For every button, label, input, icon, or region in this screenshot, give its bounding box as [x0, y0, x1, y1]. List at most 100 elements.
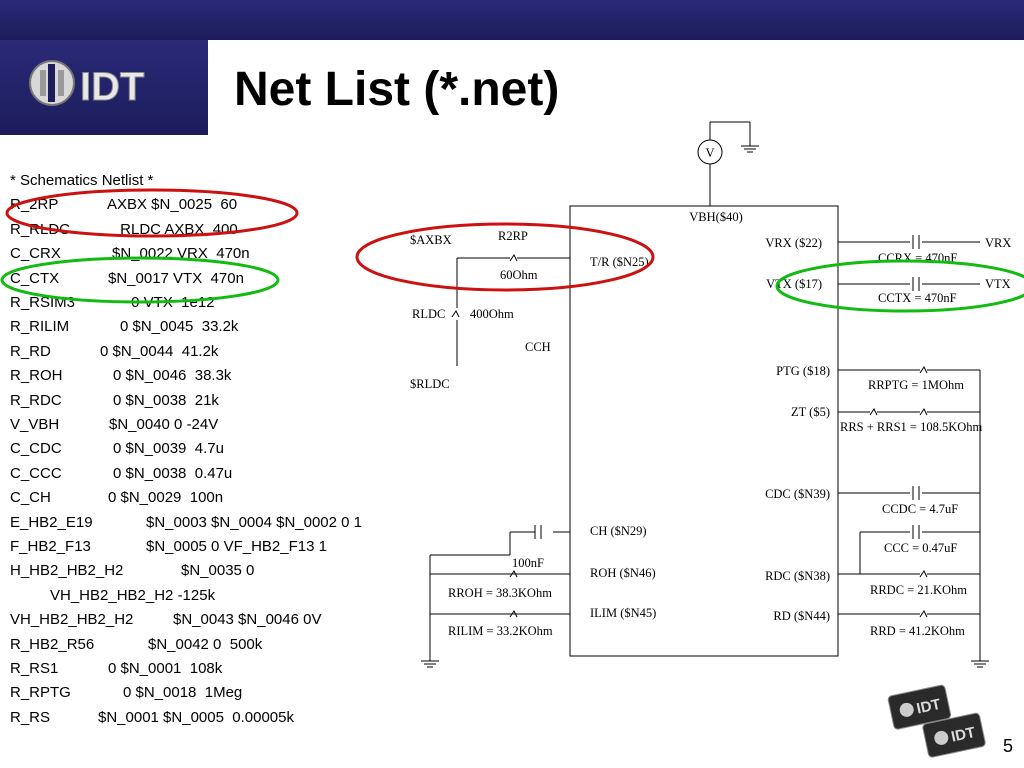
netlist-value: 0 $N_0045 33.2k	[120, 318, 239, 336]
resistor-symbol	[919, 366, 928, 374]
resistor-symbol	[509, 254, 518, 262]
netlist-value: $N_0005 0 VF_HB2_F13 1	[146, 538, 327, 555]
netlist-line: C_CCC 0 $N_0038 0.47u	[10, 464, 232, 482]
resistor-symbol	[919, 610, 928, 618]
netlist-name: VH_HB2_HB2_H2	[10, 611, 134, 629]
right-pin-label: ZT ($5)	[791, 405, 830, 419]
component-value: CCC = 0.47uF	[884, 541, 957, 555]
netlist-line: R_RPTG 0 $N_0018 1Meg	[10, 684, 242, 702]
netlist-name: R_RPTG	[10, 684, 71, 702]
netlist-value: 0 $N_0044 41.2k	[100, 342, 219, 360]
component-label: RLDC	[412, 307, 445, 321]
netlist-line: R_HB2_R56 $N_0042 0 500k	[10, 635, 262, 653]
net-label: $RLDC	[410, 377, 450, 391]
netlist-line: R_RS1 0 $N_0001 108k	[10, 660, 222, 677]
component-value: CCDC = 4.7uF	[882, 502, 958, 516]
voltage-source-label: V	[705, 146, 714, 160]
netlist-name: C_CCC	[10, 464, 62, 482]
page-title: Net List (*.net)	[234, 63, 560, 116]
left-pin-label: ROH ($N46)	[590, 566, 656, 580]
netlist-line: E_HB2_E19$N_0003 $N_0004 $N_0002 0 1	[10, 514, 362, 531]
resistor-symbol	[451, 310, 460, 318]
netlist-line: H_HB2_HB2_H2 $N_0035 0	[10, 562, 254, 580]
netlist-name: H_HB2_HB2_H2	[10, 562, 124, 580]
net-label: $AXBX	[410, 233, 452, 247]
right-pin-label: VRX ($22)	[765, 236, 822, 250]
chip-outline	[569, 205, 839, 657]
netlist-line: R_RS $N_0001 $N_0005 0.00005k	[10, 708, 294, 726]
netlist-value: 0 $N_0001 108k	[108, 660, 223, 677]
highlight-green-netlist	[0, 256, 280, 304]
netlist-line: R_RILIM 0 $N_0045 33.2k	[10, 318, 238, 336]
component-value: 100nF	[512, 556, 544, 570]
netlist-line: V_VBH $N_0040 0 -24V	[10, 416, 218, 433]
netlist-name: R_2RP	[10, 196, 59, 214]
netlist-name: C_CTX	[10, 269, 60, 287]
idt-logo: IDT	[29, 60, 145, 110]
netlist-name: R_RDC	[10, 391, 62, 409]
chip-logo-text-2: IDT	[950, 724, 977, 746]
netlist-value: 0 $N_0038 21k	[113, 391, 219, 409]
chip-logo-text-1: IDT	[915, 696, 942, 718]
netlist-line: C_CTX $N_0017 VTX 470n	[10, 269, 244, 287]
right-pin-label: RD ($N44)	[773, 609, 830, 623]
netlist-value: 0 $N_0018 1Meg	[123, 684, 243, 702]
netlist-line: VH_HB2_HB2_H2 $N_0043 $N_0046 0V	[10, 611, 321, 629]
netlist-line: F_HB2_F13 $N_0005 0 VF_HB2_F13 1	[10, 538, 327, 555]
netlist-value: $N_0043 $N_0046 0V	[173, 611, 322, 629]
highlight-red-schematic	[355, 222, 655, 292]
netlist-value: 0 $N_0046 38.3k	[113, 367, 232, 385]
left-pin-label: ILIM ($N45)	[590, 606, 656, 620]
right-pin-label: PTG ($18)	[776, 364, 830, 378]
component-value: 60Ohm	[500, 268, 538, 282]
idt-chips-graphic: IDT IDT	[887, 684, 986, 758]
component-value: RRS + RRS1 = 108.5KOhm	[840, 420, 983, 434]
netlist-value: $N_0003 $N_0004 $N_0002 0 1	[146, 513, 363, 531]
netlist-name: R_RS	[10, 708, 51, 726]
netlist-name: C_CDC	[10, 440, 62, 458]
netlist-value: $N_0035 0	[181, 562, 255, 580]
netlist-value: AXBX $N_0025 60	[107, 196, 238, 214]
netlist-line: * Schematics Netlist *	[10, 172, 153, 189]
highlight-green-schematic	[775, 259, 1024, 313]
right-pin-label: CDC ($N39)	[765, 487, 830, 501]
netlist-name: R_ROH	[10, 367, 63, 385]
netlist-value: 0 $N_0038 0.47u	[113, 464, 233, 482]
netlist-name: V_VBH	[10, 416, 60, 433]
component-value: CCTX = 470nF	[878, 291, 957, 305]
component-label: CCH	[525, 340, 551, 354]
netlist-name: R_RS1	[10, 660, 59, 677]
netlist-line: C_CDC 0 $N_0039 4.7u	[10, 440, 224, 458]
chip-top-label: VBH($40)	[689, 210, 742, 224]
netlist-value: $N_0001 $N_0005 0.00005k	[98, 708, 294, 726]
resistor-symbol	[919, 570, 928, 578]
header-bar	[0, 0, 1024, 40]
left-pin-label: CH ($N29)	[590, 524, 647, 538]
netlist-name: R_RILIM	[10, 318, 70, 336]
netlist-value: 0 $N_0029 100n	[108, 489, 224, 507]
logo-text: IDT	[80, 65, 144, 109]
netlist-line: R_ROH 0 $N_0046 38.3k	[10, 367, 231, 385]
component-label: R2RP	[498, 229, 528, 243]
netlist-value: $N_0042 0 500k	[148, 635, 263, 653]
left-pin-label: T/R ($N25)	[590, 255, 649, 269]
netlist-name: R_RD	[10, 342, 51, 360]
netlist-name: F_HB2_F13	[10, 538, 91, 555]
resistor-symbol	[919, 408, 928, 416]
netlist-value: 0 $N_0039 4.7u	[113, 440, 224, 458]
net-label: VTX	[985, 277, 1011, 291]
component-value: RRD = 41.2KOhm	[870, 624, 965, 638]
component-value: RILIM = 33.2KOhm	[448, 624, 553, 638]
netlist-value: $N_0040 0 -24V	[109, 416, 219, 433]
netlist-name: R_HB2_R56	[10, 635, 95, 653]
netlist-value: $N_0017 VTX 470n	[108, 269, 244, 287]
component-value: 400Ohm	[470, 307, 514, 321]
netlist-value: VH_HB2_HB2_H2 -125k	[50, 586, 216, 604]
net-label: VRX	[985, 236, 1011, 250]
highlight-red-netlist	[5, 188, 299, 238]
resistor-symbol	[509, 570, 518, 578]
netlist-line: R_RD 0 $N_0044 41.2k	[10, 342, 218, 360]
netlist-name: * Schematics Netlist *	[10, 172, 154, 189]
